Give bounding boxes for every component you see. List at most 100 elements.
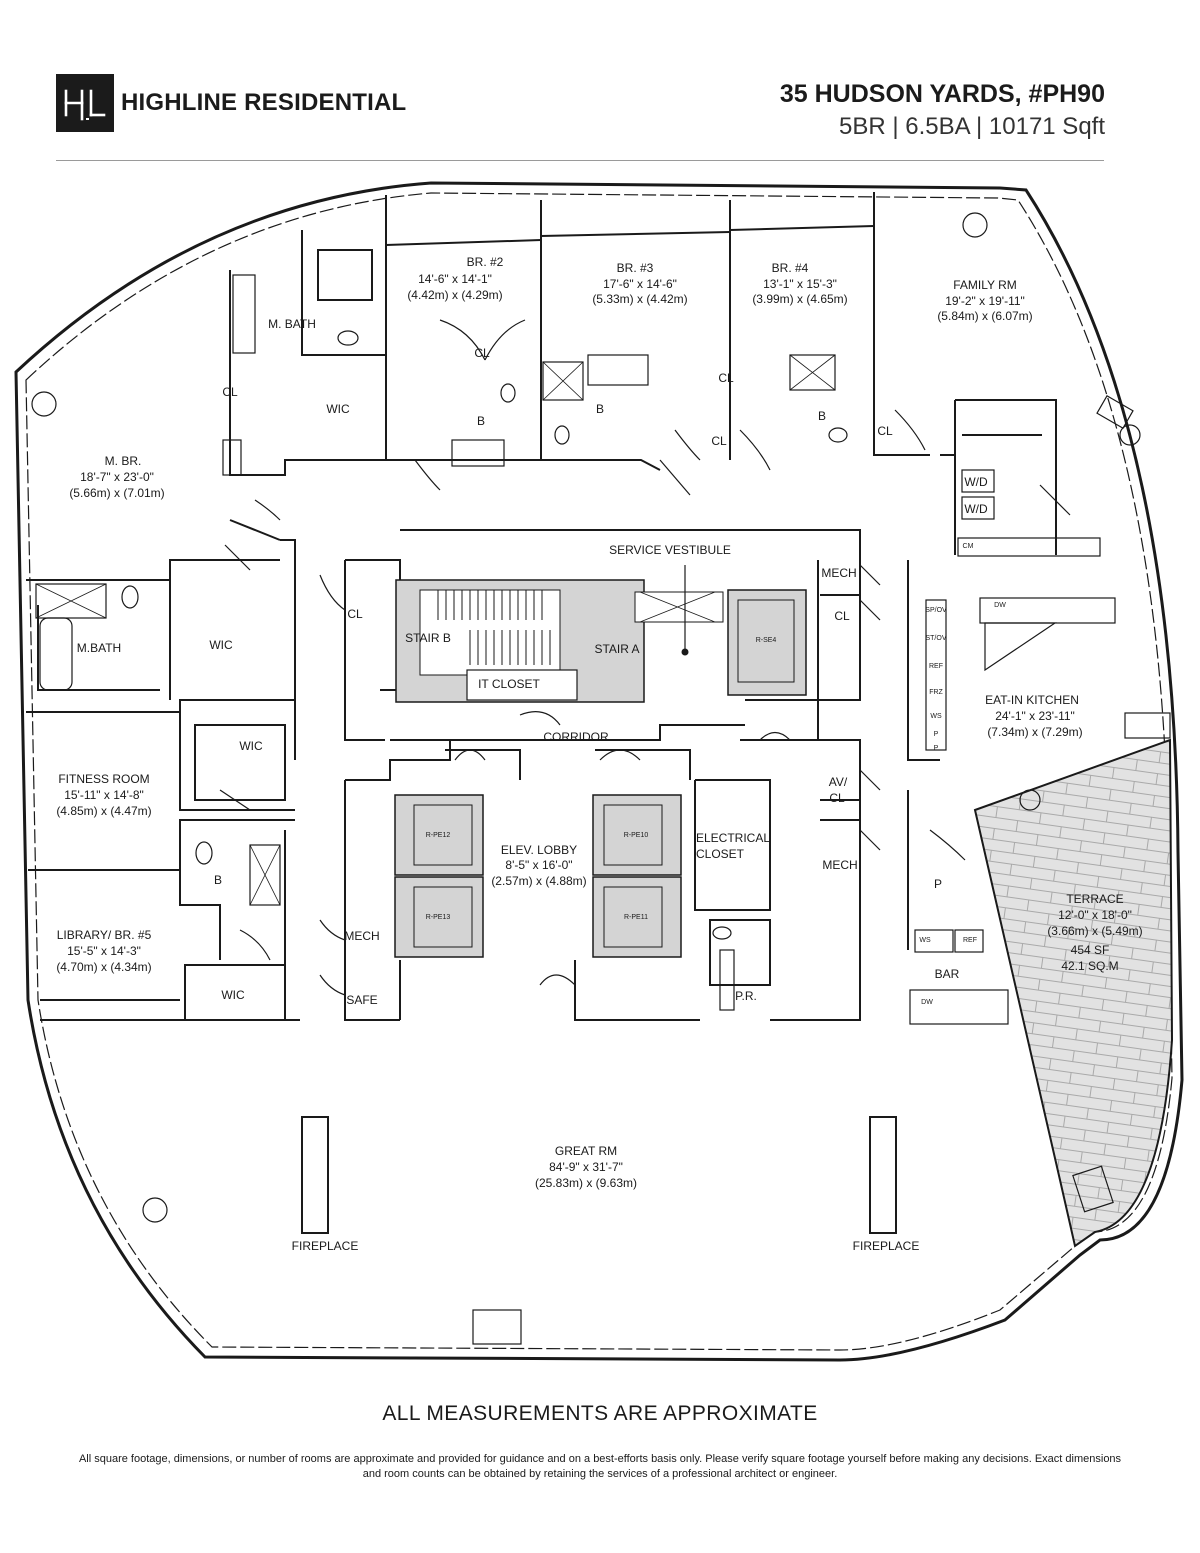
appliance-ref: REF [929, 663, 943, 670]
cl-label-5: CL [877, 424, 893, 438]
appliance-ref-bar: REF [963, 937, 977, 944]
measurements-note: ALL MEASUREMENTS ARE APPROXIMATE [382, 1402, 818, 1425]
rpe10-label: R-PE10 [624, 832, 649, 839]
cl-label-6: CL [834, 609, 850, 623]
electrical-label-2: CLOSET [696, 847, 745, 861]
fireplace-label-right: FIREPLACE [853, 1239, 920, 1253]
br3-dim-ft: 17'-6" x 14'-6" [603, 277, 677, 291]
av-cl-label-2: CL [829, 791, 845, 805]
cl-label-4: CL [711, 434, 727, 448]
fitness-dim-ft: 15'-11" x 14'-8" [64, 788, 144, 802]
terrace-sqm: 42.1 SQ.M [1061, 959, 1118, 973]
br2-dim-m: (4.42m) x (4.29m) [407, 288, 502, 302]
terrace-dim-ft: 12'-0" x 18'-0" [1058, 908, 1132, 922]
kitchen-name: EAT-IN KITCHEN [985, 693, 1079, 707]
kitchen-dim-m: (7.34m) x (7.29m) [987, 725, 1082, 739]
header-divider [56, 160, 1104, 161]
appliance-spov: SP/OV [925, 607, 947, 614]
pantry-label: P [934, 877, 942, 891]
appliance-cm: CM [963, 543, 974, 550]
stair-b-label: STAIR B [405, 631, 451, 645]
appliance-ws-bar: WS [919, 937, 931, 944]
appliance-stov: ST/OV [925, 635, 946, 642]
mech-label-2: MECH [822, 858, 857, 872]
stair-a-label: STAIR A [594, 642, 639, 656]
door-swings [219, 319, 1071, 996]
kitchen-cabinets [472, 395, 1171, 1345]
br3-dim-m: (5.33m) x (4.42m) [592, 292, 687, 306]
hl-logo-icon [64, 89, 106, 121]
terrace-name: TERRACE [1066, 892, 1123, 906]
rpe12-label: R-PE12 [426, 832, 451, 839]
br3-name: BR. #3 [617, 261, 654, 275]
terrace-paving [973, 738, 1174, 1248]
mbath2-label: M.BATH [77, 641, 121, 655]
rse4-label: R-SE4 [756, 637, 777, 644]
wic-label-2: WIC [209, 638, 233, 652]
elev-lobby-name: ELEV. LOBBY [501, 843, 577, 857]
structural-columns [31, 212, 1141, 1223]
listing-title: 35 HUDSON YARDS, #PH90 [779, 80, 1105, 108]
mbr-dim-ft: 18'-7" x 23'-0" [80, 470, 154, 484]
elev-lobby-dim-ft: 8'-5" x 16'-0" [505, 858, 572, 872]
great-name: GREAT RM [555, 1144, 617, 1158]
appliance-ws: WS [930, 713, 942, 720]
br4-dim-ft: 13'-1" x 15'-3" [763, 277, 837, 291]
wic-label-1: WIC [326, 402, 350, 416]
cl-label-7: CL [347, 607, 363, 621]
family-name: FAMILY RM [953, 278, 1017, 292]
wd-label-1: W/D [964, 475, 988, 489]
elevator-bank [394, 794, 682, 958]
wic-label-4: WIC [221, 988, 245, 1002]
wd-label-2: W/D [964, 502, 988, 516]
corridor-label: CORRIDOR [543, 730, 609, 744]
pr-label: P.R. [735, 989, 757, 1003]
terrace-sf: 454 SF [1071, 943, 1110, 957]
listing-summary: 5BR | 6.5BA | 10171 Sqft [839, 113, 1105, 140]
cl-label-3: CL [718, 371, 734, 385]
brand-logo[interactable] [56, 74, 114, 132]
bath-fixtures [35, 274, 848, 1011]
mbr-name: M. BR. [105, 454, 142, 468]
terrace-dim-m: (3.66m) x (5.49m) [1047, 924, 1142, 938]
family-dim-m: (5.84m) x (6.07m) [937, 309, 1032, 323]
service-vestibule-label: SERVICE VESTIBULE [609, 543, 731, 557]
br2-name: BR. #2 [467, 255, 504, 269]
library-name: LIBRARY/ BR. #5 [57, 928, 152, 942]
appliance-p1: P [934, 731, 939, 738]
rpe13-label: R-PE13 [426, 914, 451, 921]
br4-name: BR. #4 [772, 261, 809, 275]
av-cl-label-1: AV/ [829, 775, 848, 789]
mbath1-label: M. BATH [268, 317, 316, 331]
fireplace-left [301, 1116, 329, 1234]
elev-lobby-dim-m: (2.57m) x (4.88m) [491, 874, 586, 888]
great-dim-m: (25.83m) x (9.63m) [535, 1176, 637, 1190]
appliance-p2: P [934, 745, 939, 752]
exterior-wall [14, 181, 1184, 1362]
bath-label-4: B [214, 873, 222, 887]
mech-label-1: MECH [821, 566, 856, 580]
mech-label-3: MECH [344, 929, 379, 943]
cl-label-2: CL [474, 346, 490, 360]
appliance-dw-bar: DW [921, 999, 933, 1006]
header: HIGHLINE RESIDENTIAL 35 HUDSON YARDS, #P… [0, 0, 1200, 165]
appliance-dw-kitchen: DW [994, 602, 1006, 609]
cl-label-1: CL [222, 385, 238, 399]
brand-name: HIGHLINE RESIDENTIAL [121, 89, 407, 116]
family-dim-ft: 19'-2" x 19'-11" [945, 294, 1025, 308]
fireplace-right [869, 1116, 897, 1234]
fireplace-label-left: FIREPLACE [292, 1239, 359, 1253]
it-closet-label: IT CLOSET [478, 677, 540, 691]
br4-dim-m: (3.99m) x (4.65m) [752, 292, 847, 306]
great-dim-ft: 84'-9" x 31'-7" [549, 1160, 623, 1174]
electrical-label-1: ELECTRICAL [696, 831, 770, 845]
kitchen-dim-ft: 24'-1" x 23'-11" [995, 709, 1075, 723]
bar-label: BAR [935, 967, 960, 981]
library-dim-m: (4.70m) x (4.34m) [56, 960, 151, 974]
fitness-dim-m: (4.85m) x (4.47m) [56, 804, 151, 818]
bath-label-2: B [596, 402, 604, 416]
disclaimer-text: All square footage, dimensions, or numbe… [78, 1453, 1122, 1480]
library-dim-ft: 15'-5" x 14'-3" [67, 944, 141, 958]
bath-label-3: B [818, 409, 826, 423]
